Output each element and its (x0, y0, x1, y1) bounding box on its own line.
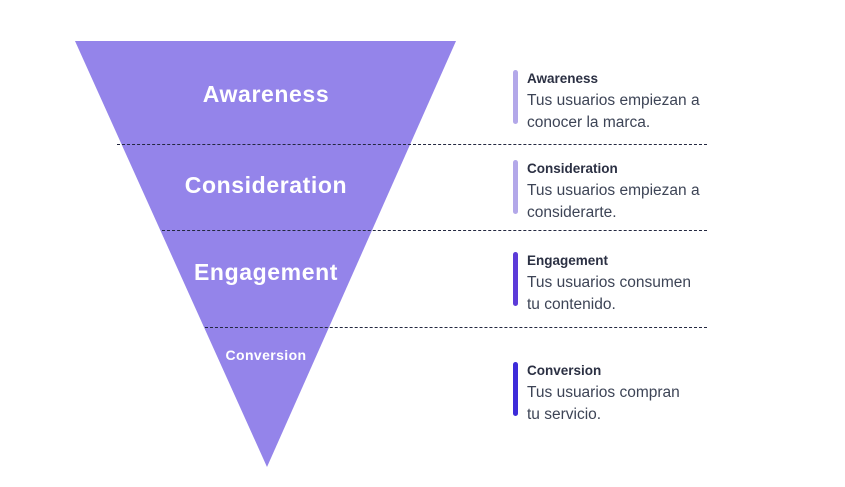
stage-description-title: Engagement (527, 253, 609, 268)
stage-description-title: Consideration (527, 161, 618, 176)
stage-description-title: Awareness (527, 71, 599, 86)
stage-description-body: Tus usuarios empiezan a conocer la marca… (527, 90, 700, 133)
description-line: Tus usuarios empiezan a (527, 182, 700, 199)
description-line: tu contenido. (527, 295, 616, 313)
stage-description-engagement: Engagement Tus usuarios consumen tu cont… (513, 252, 691, 315)
description-line: considerarte. (527, 203, 617, 221)
stage-description-text: Awareness Tus usuarios empiezan a conoce… (527, 70, 700, 133)
stage-description-text: Consideration Tus usuarios empiezan a co… (527, 160, 700, 223)
funnel-stage-label-engagement: Engagement (193, 259, 339, 285)
stage-accent-bar (513, 70, 518, 124)
stage-description-conversion: Conversion Tus usuarios compran tu servi… (513, 362, 680, 425)
stage-divider-line-1 (117, 144, 707, 145)
stage-description-text: Conversion Tus usuarios compran tu servi… (527, 362, 680, 425)
stage-description-body: Tus usuarios empiezan a considerarte. (527, 180, 700, 223)
funnel-stage-label-consideration: Consideration (184, 172, 348, 198)
stage-description-awareness: Awareness Tus usuarios empiezan a conoce… (513, 70, 700, 133)
stage-divider-line-3 (205, 327, 707, 328)
stage-description-text: Engagement Tus usuarios consumen tu cont… (527, 252, 691, 315)
stage-accent-bar (513, 160, 518, 214)
description-line: conocer la marca. (527, 113, 651, 131)
stage-description-title: Conversion (527, 363, 602, 378)
description-line: Tus usuarios empiezan a (527, 92, 700, 109)
stage-description-body: Tus usuarios consumen tu contenido. (527, 272, 691, 315)
stage-divider-line-2 (162, 230, 707, 231)
funnel-stage-label-awareness: Awareness (202, 81, 330, 107)
stage-accent-bar (513, 362, 518, 416)
description-line: Tus usuarios consumen (527, 274, 691, 291)
stage-description-consideration: Consideration Tus usuarios empiezan a co… (513, 160, 700, 223)
description-line: Tus usuarios compran (527, 384, 680, 401)
funnel-shape (75, 41, 456, 467)
description-line: tu servicio. (527, 405, 602, 423)
funnel-stage-label-conversion: Conversion (225, 347, 307, 363)
stage-accent-bar (513, 252, 518, 306)
stage-description-body: Tus usuarios compran tu servicio. (527, 382, 680, 425)
